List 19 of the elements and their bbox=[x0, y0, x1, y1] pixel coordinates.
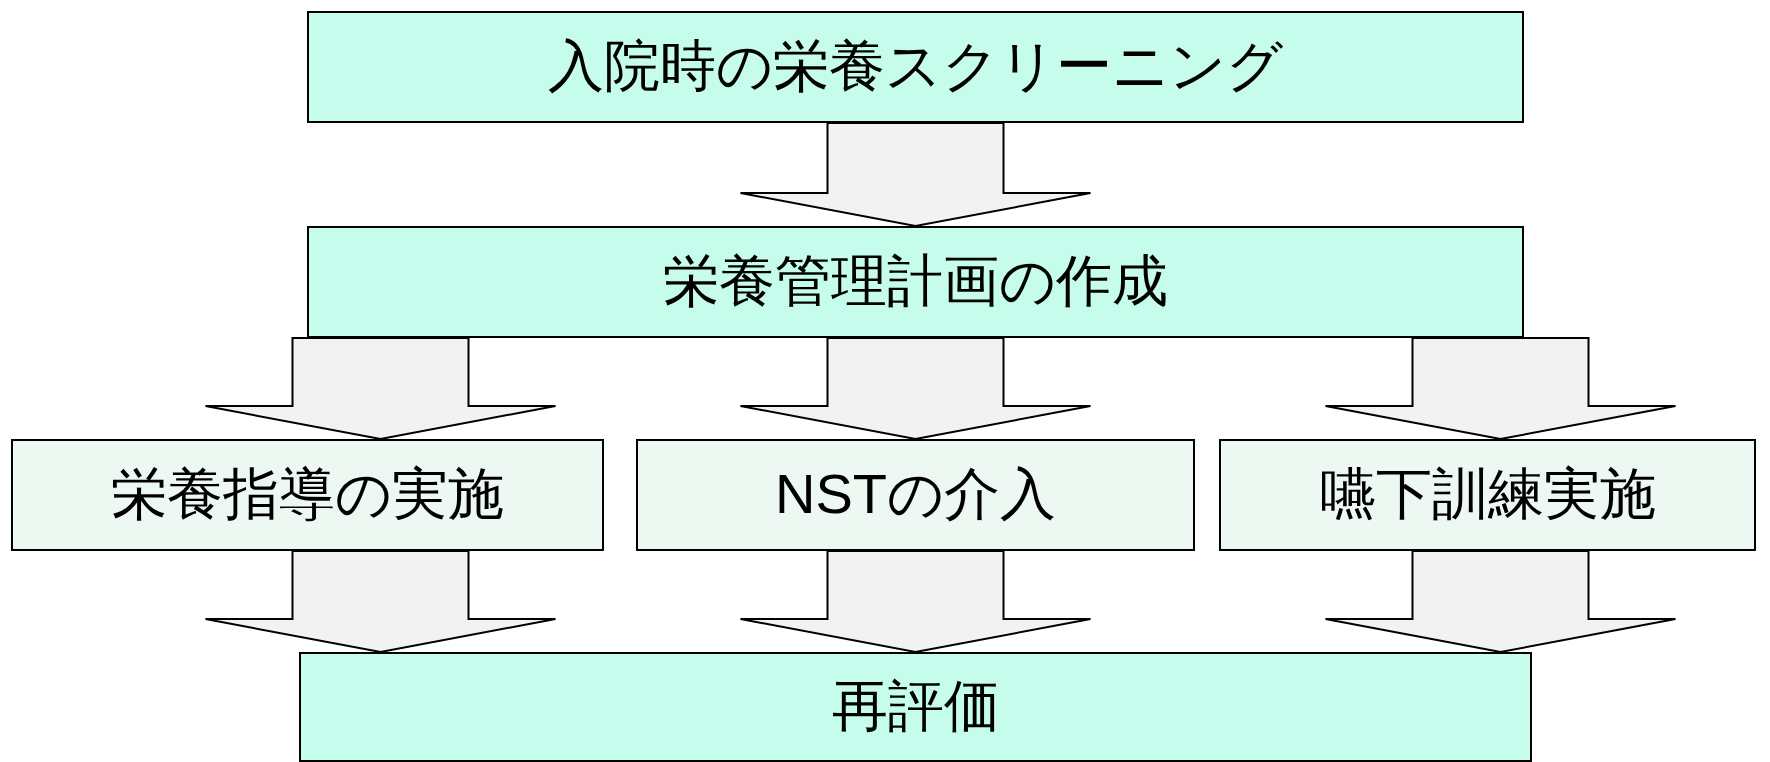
process-box bbox=[307, 226, 1524, 338]
box-label: 再評価 bbox=[831, 673, 1000, 739]
block-arrow bbox=[739, 550, 1092, 653]
process-box bbox=[299, 652, 1532, 762]
block-arrow bbox=[739, 337, 1092, 440]
process-box bbox=[1219, 439, 1756, 551]
box-label: 栄養指導の実施 bbox=[111, 461, 504, 527]
box-label: 栄養管理計画の作成 bbox=[663, 248, 1168, 314]
box-label: 入院時の栄養スクリーニング bbox=[548, 33, 1283, 99]
block-arrow bbox=[204, 337, 557, 440]
block-arrow bbox=[1324, 337, 1677, 440]
box-label: NSTの介入 bbox=[775, 461, 1056, 527]
block-arrow bbox=[739, 122, 1092, 227]
block-arrow bbox=[204, 550, 557, 653]
block-arrow bbox=[1324, 550, 1677, 653]
process-box bbox=[11, 439, 604, 551]
process-box bbox=[307, 11, 1524, 123]
box-label: 嚥下訓練実施 bbox=[1319, 461, 1656, 527]
process-box bbox=[636, 439, 1195, 551]
